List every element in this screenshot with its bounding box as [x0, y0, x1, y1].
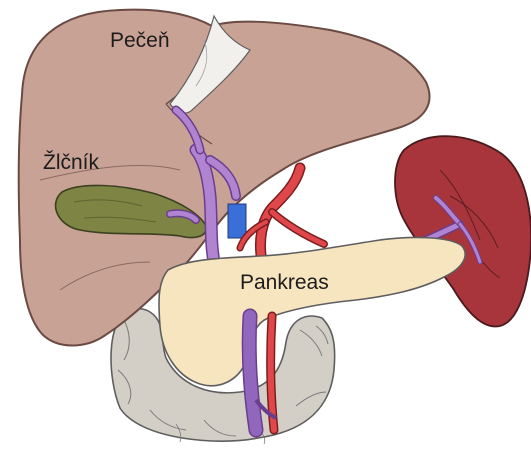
pancreas-label: Pankreas — [240, 272, 329, 293]
portal-vein — [228, 204, 246, 238]
liver-label: Pečeň — [110, 30, 170, 51]
gallbladder-label: Žlčník — [43, 152, 99, 173]
